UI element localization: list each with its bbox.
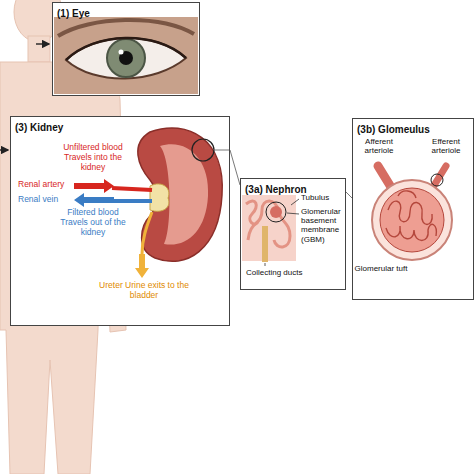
part-label: Efferent arteriole xyxy=(422,137,470,155)
part-label: Renal vein xyxy=(18,195,74,205)
part-label: Ureter Urine exits to the bladder xyxy=(98,281,190,301)
panel-ground xyxy=(352,118,474,300)
panel-heading: (1) Eye xyxy=(57,8,90,20)
part-label: Afferent arteriole xyxy=(356,137,402,155)
pointer-arrow xyxy=(36,43,49,44)
glomerulus-illustration xyxy=(372,166,452,260)
part-label: Collecting ducts xyxy=(246,268,336,277)
part-label: Tubulus xyxy=(301,193,344,202)
eye-panel: (1) Eye xyxy=(52,2,200,96)
panel-ground xyxy=(52,2,200,96)
panel-ground xyxy=(10,116,230,326)
nephron-illustration xyxy=(242,195,299,266)
part-label: Glomerular tuft xyxy=(354,264,408,273)
zoom-line xyxy=(230,150,240,185)
part-label: Renal artery xyxy=(18,180,74,190)
panel-heading: (3b) Glomeulus xyxy=(357,124,430,136)
part-label: Unfiltered blood Travels into the kidney xyxy=(56,143,130,172)
pointer-arrow xyxy=(0,149,8,150)
eye-photo xyxy=(54,17,198,94)
part-label: Filtered blood Travels out of the kidney xyxy=(56,208,130,237)
panel-heading: (3a) Nephron xyxy=(245,184,307,196)
panel-ground xyxy=(240,178,346,290)
panel-heading: (3) Kidney xyxy=(15,122,63,134)
part-label: Glomerular basement membrane (GBM) xyxy=(301,207,345,244)
